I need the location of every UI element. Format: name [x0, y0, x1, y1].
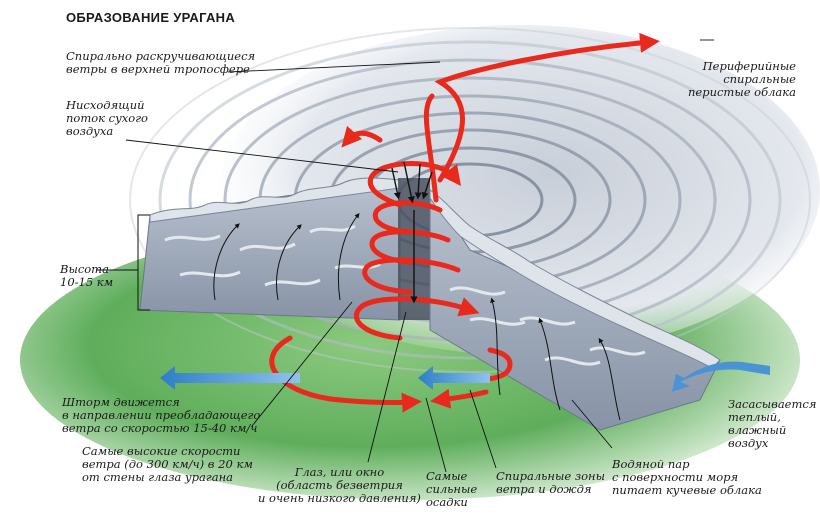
label-eye: Глаз, или окно (область безветрия и очен…: [258, 465, 421, 505]
label-heaviest-precipitation: Самые сильные осадки: [426, 469, 478, 509]
cloud-wall-left: [139, 177, 401, 321]
label-max-wind-speed: Самые высокие скорости ветра (до 300 км/…: [82, 444, 253, 484]
label-peripheral-cirrus: Периферийные спиральные перистые облака: [688, 59, 796, 99]
updraft-arrows: [213, 213, 621, 421]
storm-direction-arrows: [160, 366, 490, 390]
label-dry-air-downflow: Нисходящий поток сухого воздуха: [66, 98, 148, 138]
label-height: Высота 10-15 км: [60, 262, 114, 289]
warm-air-inflow-arrow: [672, 361, 770, 392]
leader-lines: [125, 39, 714, 473]
label-water-vapor: Водяной пар с поверхности моря питает ку…: [612, 457, 762, 497]
label-warm-humid-air: Засасывается теплый, влажный воздух: [728, 397, 817, 450]
dry-air-downflow-arrows: [391, 161, 433, 304]
diagram-title: ОБРАЗОВАНИЕ УРАГАНА: [66, 10, 236, 25]
label-upper-winds: Спирально раскручивающиеся ветры в верхн…: [66, 49, 256, 76]
height-bracket: [96, 214, 150, 311]
wind-spirals: [269, 32, 660, 413]
label-spiral-rain-bands: Спиральные зоны ветра и дождя: [496, 469, 605, 496]
cloud-wall-right: [429, 188, 721, 431]
label-storm-movement: Шторм движется в направлении преобладающ…: [62, 395, 261, 435]
